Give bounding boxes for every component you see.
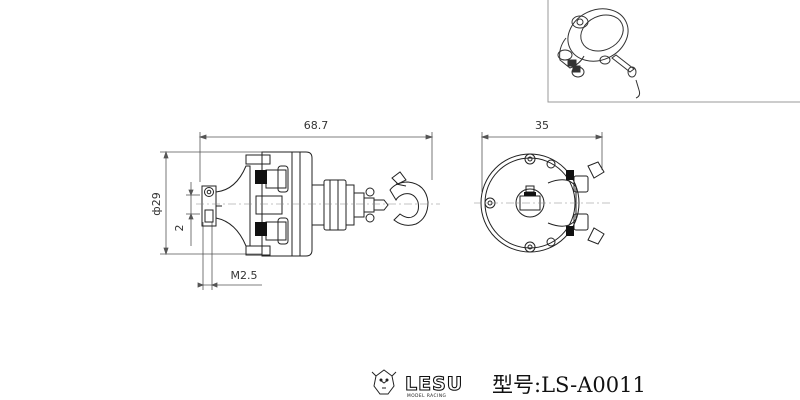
overall-length-label: 68.7 (304, 119, 329, 132)
brand-logo-text: LESU (405, 373, 463, 395)
isometric-view-inset (547, 0, 800, 103)
lion-logo-icon (371, 369, 397, 395)
side-view: 68.7 ф29 2 M2.5 (150, 119, 440, 290)
thread-label: M2.5 (231, 269, 258, 282)
model-number: 型号:LS-A0011 (492, 373, 646, 397)
brand-logo-subtext: MODEL RACING (407, 393, 446, 399)
dimension-pin-spacing (186, 182, 200, 246)
front-diameter-label: 35 (535, 119, 549, 132)
lower-bolt-block (255, 222, 267, 236)
front-center-block (524, 192, 536, 196)
pin-spacing-label: 2 (173, 225, 186, 232)
body-diameter-label: ф29 (150, 192, 163, 215)
front-view: 35 (474, 119, 612, 253)
upper-bolt-block (255, 170, 267, 184)
front-lower-block (566, 226, 574, 236)
isometric-winch-sketch (557, 8, 641, 99)
front-upper-block (566, 170, 574, 180)
branding: LESU MODEL RACING 型号:LS-A0011 (371, 369, 646, 399)
dimension-front-diameter (480, 132, 604, 192)
dimension-overall-length (198, 132, 434, 182)
dimension-body-diameter (160, 150, 262, 256)
dimension-thread (197, 222, 262, 290)
